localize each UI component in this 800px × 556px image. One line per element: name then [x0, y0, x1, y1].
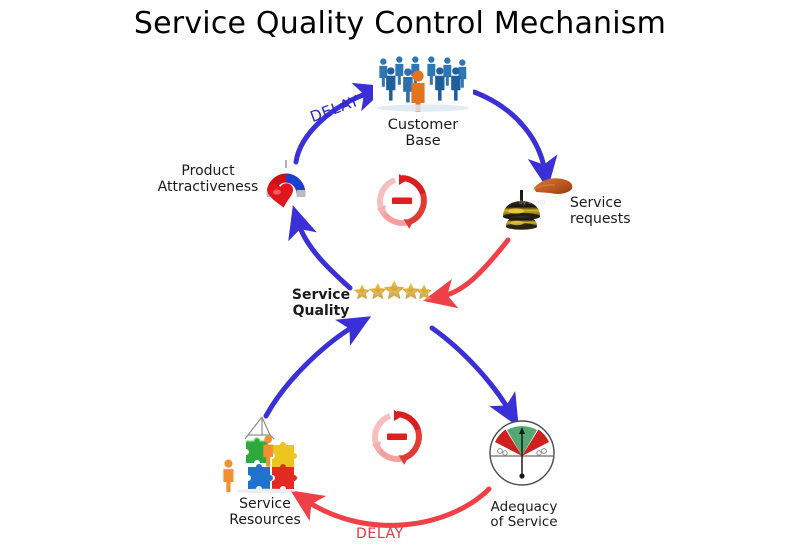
link-service-quality-to-adequacy-of-service	[429, 325, 519, 428]
node-label-product-attractiveness: Product Attractiveness	[157, 163, 259, 195]
link-customer-base-to-service-requests	[471, 89, 558, 190]
service-bell-icon: by Imato	[492, 178, 574, 236]
puzzle-pieces-team-icon	[218, 415, 304, 494]
svg-text:by Imato: by Imato	[519, 199, 546, 206]
link-service-resources-to-service-quality	[263, 316, 372, 419]
link-product-attractiveness-to-customer-base	[293, 82, 388, 165]
link-adequacy-of-service-to-service-resources	[290, 486, 492, 528]
link-service-quality-to-product-attractiveness	[288, 205, 353, 291]
balancing-loop-icon	[373, 172, 431, 230]
node-label-service-requests: Service requests	[570, 195, 631, 227]
link-service-requests-to-service-quality	[422, 237, 511, 309]
delay-label-bottom: DELAY	[356, 526, 404, 542]
balancing-loop-icon	[368, 408, 426, 466]
gauge-meter-icon	[487, 418, 557, 488]
node-label-service-quality: Service Quality	[291, 287, 351, 319]
magnet-heart-icon	[263, 160, 309, 215]
five-star-rating-icon	[352, 278, 434, 322]
page-title: Service Quality Control Mechanism	[133, 6, 667, 41]
node-label-customer-base: Customer Base	[387, 117, 459, 150]
crowd-of-people-icon	[373, 56, 473, 118]
node-label-service-resources: Service Resources	[229, 496, 301, 528]
node-label-adequacy-of-service: Adequacy of Service	[490, 499, 558, 531]
